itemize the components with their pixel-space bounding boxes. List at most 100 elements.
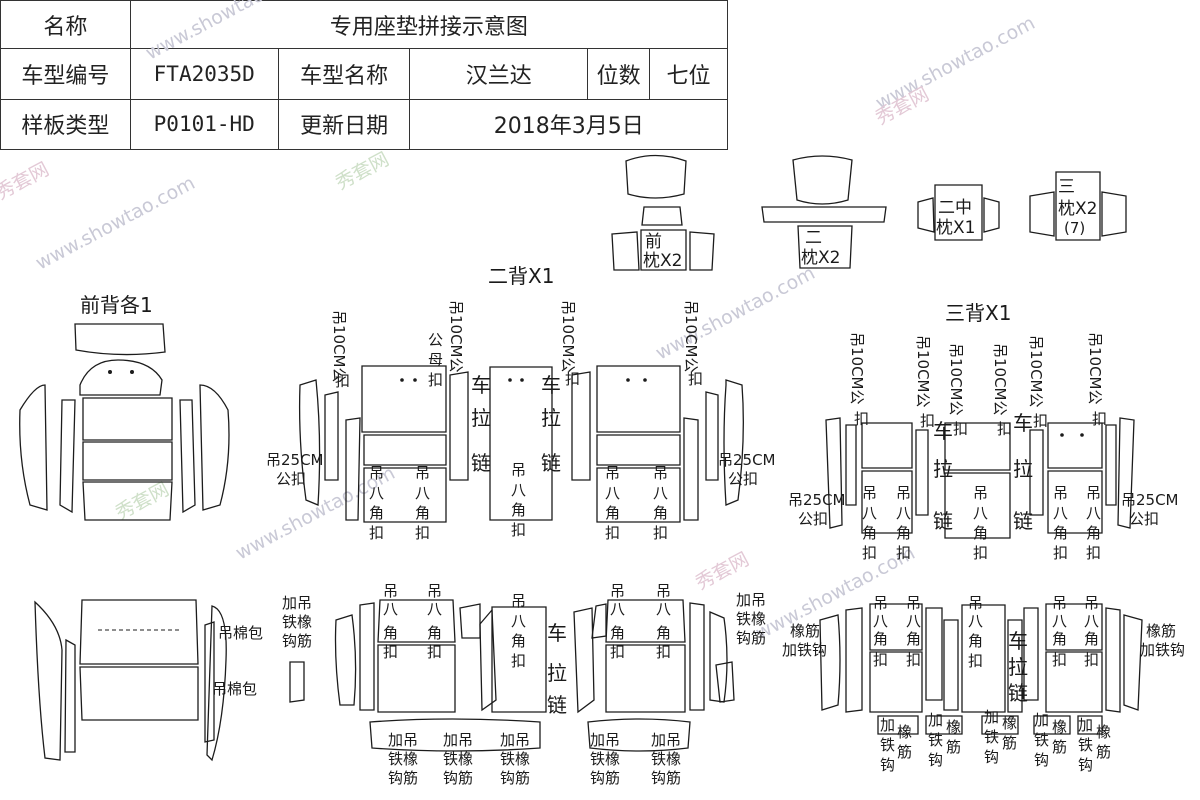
- pattern-piece: [74, 323, 166, 356]
- zipper-label: 链: [541, 451, 561, 475]
- label-char: 角: [427, 624, 442, 642]
- pattern-piece: [298, 379, 321, 506]
- label-char: 扣: [1053, 544, 1068, 562]
- label-char: 扣: [1086, 544, 1101, 562]
- label-line: 铁橡: [443, 750, 473, 768]
- hang-label: 扣: [953, 420, 968, 438]
- label-char: 八: [383, 600, 398, 618]
- label-char: 铁: [1078, 736, 1093, 754]
- label-char: 扣: [369, 524, 384, 542]
- label-char: 加: [880, 716, 895, 734]
- model-name-value: 汉兰达: [409, 48, 589, 100]
- octagon-hook-label: 吊 八 角 扣: [1053, 484, 1068, 562]
- hang25-label: 公扣: [728, 470, 758, 488]
- front-pillow-group: 前 枕X2: [611, 154, 715, 271]
- label-char: 吊: [1053, 484, 1068, 502]
- label-char: 扣: [968, 652, 983, 670]
- octagon-hook-label: 吊 八 角 扣: [1086, 484, 1101, 562]
- label-char: 吊: [896, 484, 911, 502]
- bottom-hook-label: 加 铁 钩 橡 筋: [880, 716, 912, 774]
- label-char: 八: [427, 600, 442, 618]
- pillow-piece: [640, 229, 687, 271]
- info-table: 名称 专用座垫拼接示意图 车型编号 FTA2035D 车型名称 汉兰达 位数 七…: [0, 0, 729, 151]
- bottom-hook-label: 加吊 铁橡 钩筋: [388, 731, 418, 787]
- label-char: 吊: [605, 464, 620, 482]
- pattern-piece: [1029, 429, 1044, 516]
- label-line: 加吊: [500, 731, 530, 749]
- label-char: 角: [656, 624, 671, 642]
- template-type-value: P0101-HD: [129, 98, 279, 151]
- octagon-hook-label: 吊 八 角 扣: [968, 594, 983, 670]
- hang-label: 吊10CM公: [330, 310, 348, 383]
- hang-label: 吊10CM公: [914, 335, 932, 408]
- label-char: 角: [383, 624, 398, 642]
- hang-label: 扣: [1092, 410, 1107, 428]
- hang25-label: 吊25CM: [1121, 491, 1179, 509]
- label-char: 吊: [653, 464, 668, 482]
- label-char: 吊: [1086, 484, 1101, 502]
- name-key: 名称: [0, 0, 131, 50]
- third-back: 三背X1 吊10CM公 扣 吊10CM公 扣 吊10CM公 扣 吊10CM公 扣…: [788, 301, 1179, 562]
- label-line: 铁橡: [590, 750, 620, 768]
- hang-label: 母: [428, 351, 443, 369]
- third-pillow-group: 三 枕X2 (7): [1029, 171, 1127, 241]
- hang-label: 扣: [335, 372, 350, 390]
- label-line: 加吊: [443, 731, 473, 749]
- pillow-piece: [689, 231, 715, 271]
- cotton-label: 吊棉包: [212, 680, 257, 698]
- name-value: 专用座垫拼接示意图: [129, 0, 729, 50]
- hook-label: 加铁钩: [782, 641, 827, 659]
- label-char: 吊: [511, 461, 526, 479]
- pattern-piece: [1105, 607, 1121, 713]
- marker-dot: [520, 378, 524, 382]
- pattern-piece: [925, 715, 963, 735]
- pattern-piece: [596, 365, 681, 433]
- pattern-piece: [199, 384, 230, 511]
- pillow-piece: [917, 197, 935, 233]
- pattern-piece: [944, 472, 1011, 539]
- label-char: 吊: [427, 582, 442, 600]
- label-char: 角: [610, 624, 625, 642]
- pattern-piece: [861, 422, 913, 469]
- pattern-piece: [683, 417, 699, 521]
- hang-label: 吊10CM公: [447, 300, 465, 373]
- info-row-title: 名称 专用座垫拼接示意图: [0, 0, 729, 50]
- bottom-hook-label: 加 铁 钩 橡 筋: [928, 711, 961, 769]
- pattern-piece: [449, 371, 469, 481]
- label-line: 铁橡: [500, 750, 530, 768]
- label-line: 加吊: [388, 731, 418, 749]
- pattern-piece: [79, 666, 199, 721]
- pillow-label: 二中: [938, 198, 972, 218]
- bottom-hook-label: 加吊 铁橡 钩筋: [443, 731, 473, 787]
- pattern-piece: [961, 604, 1006, 713]
- label-char: 筋: [1096, 743, 1111, 761]
- label-char: 八: [973, 504, 988, 522]
- pattern-piece: [587, 718, 691, 752]
- pattern-piece: [723, 379, 744, 506]
- second-back: 二背X1 吊10CM公 扣 吊10CM公 公 母 扣 吊10CM公 扣 吊10C…: [266, 264, 776, 542]
- hook-label: 铁橡: [282, 613, 312, 631]
- pillow-piece: [983, 197, 1000, 233]
- second-pillow-group: 二 枕X2: [761, 155, 887, 269]
- pillow-piece: [1029, 191, 1055, 237]
- bottom-hook-label: 加吊 铁橡 钩筋: [590, 731, 620, 787]
- label-char: 吊: [968, 594, 983, 612]
- label-char: 筋: [1052, 738, 1067, 756]
- zipper-label: 拉: [1013, 457, 1033, 481]
- octagon-hook-label: 吊 八 角 扣: [906, 594, 921, 669]
- octagon-hook-label: 吊 八 角 扣: [511, 592, 526, 670]
- pattern-piece: [943, 619, 959, 711]
- pillow-label: 二: [805, 228, 822, 248]
- octagon-hook-label: 吊 八 角 扣: [1052, 594, 1067, 669]
- label-char: 钩: [1034, 751, 1049, 769]
- pattern-piece: [179, 399, 196, 514]
- pillow-label: 三: [1058, 177, 1075, 197]
- hang-label: 扣: [428, 371, 443, 389]
- label-char: 扣: [973, 544, 988, 562]
- hang25-label: 公扣: [798, 510, 828, 528]
- octagon-hook-label: 吊 八 角 扣: [653, 464, 668, 542]
- pillow-piece: [611, 231, 640, 271]
- pattern-piece: [571, 371, 591, 481]
- pattern-piece: [1007, 619, 1023, 713]
